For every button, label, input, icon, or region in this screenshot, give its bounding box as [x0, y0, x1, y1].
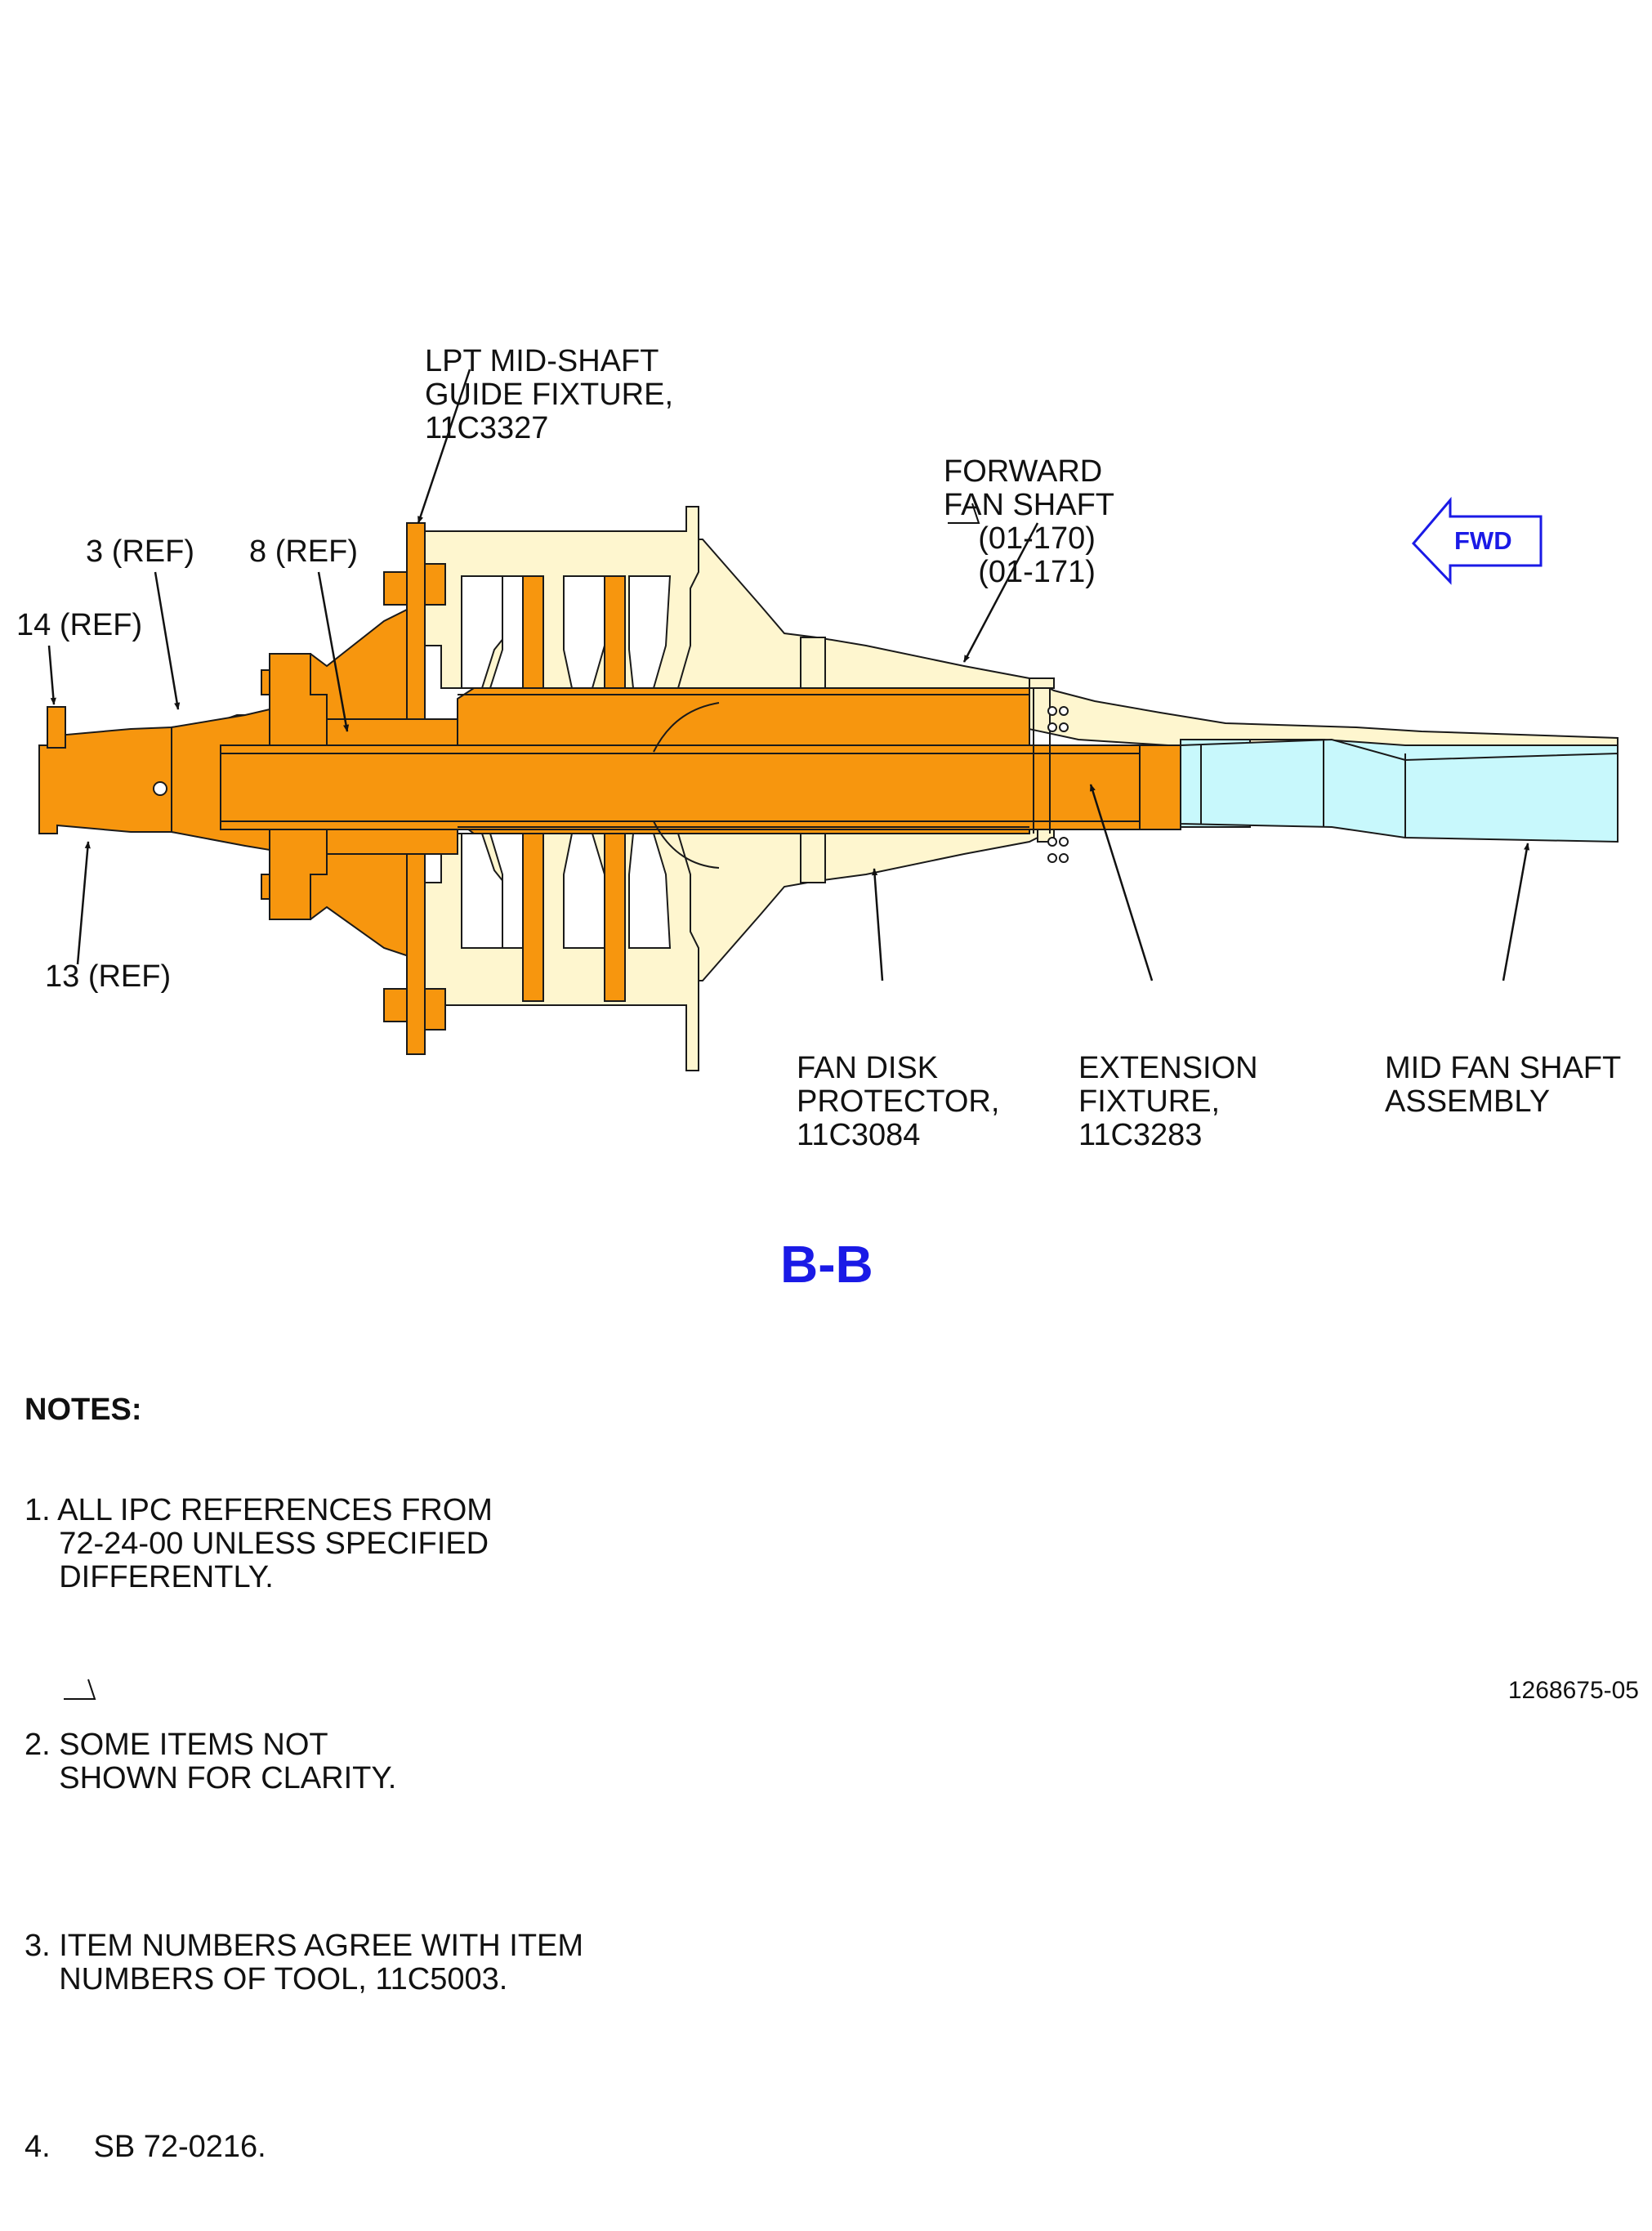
sb-flag-icon-callout	[948, 503, 980, 524]
callout-ref-8: 8 (REF)	[249, 534, 358, 569]
leader-ref-8	[317, 571, 350, 732]
mid-fan-shaft-part	[1180, 738, 1619, 843]
note-item: 4. SB 72-0216.	[25, 2130, 266, 2164]
drawing-number: 1268675-05	[1507, 1677, 1639, 1704]
notes-block: NOTES: 1. ALL IPC REFERENCES FROM 72-24-…	[25, 1393, 583, 2231]
view-title: B-B	[780, 1235, 873, 1294]
leader-fan-disk-protector	[871, 868, 884, 981]
fwd-arrow-outline	[1411, 496, 1543, 585]
tooling-parts	[38, 522, 1181, 1055]
notes-title: NOTES:	[25, 1393, 142, 1427]
callout-ref-3: 3 (REF)	[86, 534, 194, 569]
bore-lines	[221, 688, 1140, 869]
cross-section-svg	[38, 369, 1619, 1700]
note-item: 3. ITEM NUMBERS AGREE WITH ITEM NUMBERS …	[25, 1929, 584, 1996]
leader-ref-14	[47, 645, 56, 705]
sb-flag-icon-note	[64, 1679, 96, 1700]
leader-lines	[47, 369, 1530, 981]
fwd-label: FWD	[1454, 526, 1512, 555]
note-item: 1. ALL IPC REFERENCES FROM 72-24-00 UNLE…	[25, 1493, 493, 1594]
leader-mid-fan-shaft	[1502, 843, 1530, 981]
leader-lpt-guide	[417, 369, 471, 524]
leader-forward-fan-shaft	[962, 522, 1039, 663]
callout-ref-13: 13 (REF)	[45, 959, 172, 994]
ref-14-pin	[47, 706, 66, 749]
leader-extension-fixture	[1089, 784, 1154, 981]
note-item: 2. SOME ITEMS NOT SHOWN FOR CLARITY.	[25, 1728, 397, 1795]
callout-ref-14: 14 (REF)	[16, 608, 143, 642]
sb-flag-icons	[64, 503, 980, 1700]
leader-ref-3	[154, 571, 181, 710]
leader-ref-13	[76, 841, 91, 965]
bolt-holes	[153, 706, 1069, 863]
